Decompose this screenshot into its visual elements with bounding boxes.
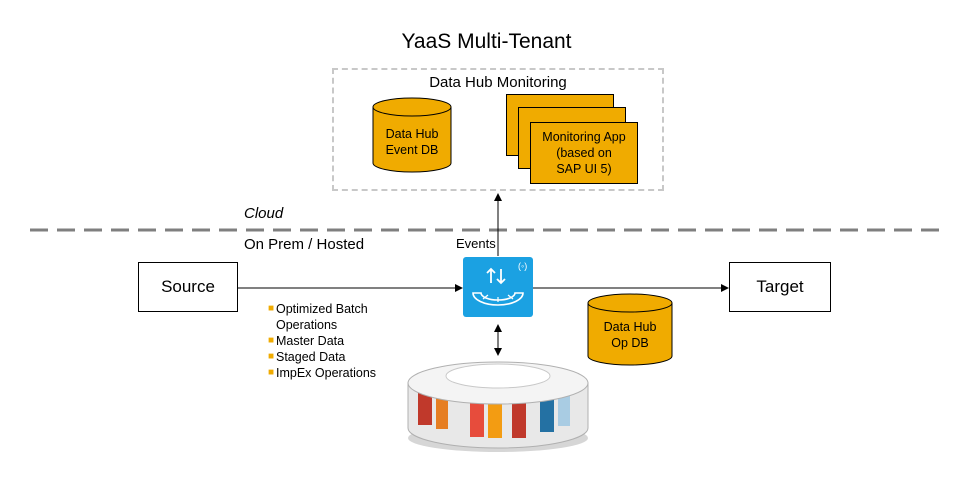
cloud-zone-label: Cloud — [244, 205, 284, 222]
list-item: ■ Staged Data — [268, 349, 376, 365]
list-item: ■ Optimized Batch Operations — [268, 301, 376, 333]
bullet-icon: ■ — [268, 335, 275, 346]
list-item: ■ ImpEx Operations — [268, 365, 376, 381]
event-db-line-1: Data Hub — [385, 127, 439, 141]
events-label: Events — [456, 236, 496, 251]
list-item-text: Master Data — [276, 334, 345, 348]
monitoring-container — [332, 68, 664, 191]
op-db-line-2: Op DB — [611, 336, 649, 350]
source-label: Source — [161, 277, 215, 296]
monitoring-app-card: Monitoring App (based on SAP UI 5) — [530, 122, 638, 184]
list-item: ■ Master Data — [268, 333, 376, 349]
server-appliance-image — [407, 361, 589, 452]
bullet-icon: ■ — [268, 351, 275, 362]
bullet-icon: ■ — [268, 303, 275, 314]
event-db-cylinder — [372, 97, 452, 173]
source-box: Source — [138, 262, 238, 312]
list-item-text: Staged Data — [276, 350, 346, 364]
list-item-text: Operations — [276, 318, 338, 332]
operations-list: ■ Optimized Batch Operations ■ Master Da… — [268, 301, 376, 381]
op-db-label: Data Hub Op DB — [588, 314, 672, 356]
list-item-text: ImpEx Operations — [276, 366, 377, 380]
op-db-line-1: Data Hub — [603, 320, 657, 334]
monitoring-app-line-2: (based on — [556, 146, 612, 160]
bullet-icon: ■ — [268, 367, 275, 378]
data-hub-icon: (◦) — [463, 257, 533, 317]
monitoring-label: Data Hub Monitoring — [429, 74, 567, 91]
event-db-label: Data Hub Event DB — [373, 118, 451, 166]
onprem-zone-label: On Prem / Hosted — [244, 236, 365, 253]
target-box: Target — [729, 262, 831, 312]
target-label: Target — [756, 277, 804, 296]
diagram-title: YaaS Multi-Tenant — [401, 30, 572, 53]
list-item-text: Optimized Batch — [276, 302, 368, 316]
event-db-line-2: Event DB — [385, 143, 439, 157]
monitoring-app-line-3: SAP UI 5) — [556, 162, 612, 176]
svg-text:(◦): (◦) — [518, 261, 527, 271]
data-hub-glyph: (◦) — [472, 261, 527, 306]
op-db-cylinder — [587, 293, 673, 366]
monitoring-app-line-1: Monitoring App — [542, 130, 626, 144]
